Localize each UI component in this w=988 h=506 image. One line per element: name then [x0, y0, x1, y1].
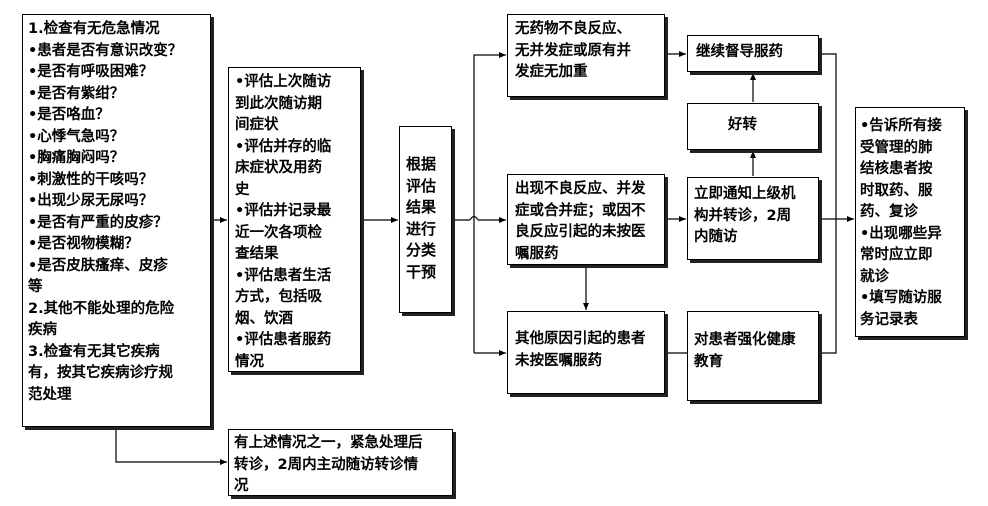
- arrow-branch-to-box4: [473, 52, 506, 353]
- box3-line: 分类: [406, 241, 437, 259]
- box10-line: 教育: [694, 353, 723, 370]
- box-emergency-referral: 有上述情况之一，紧急处理后 转诊，2周内主动随访转诊情 况: [228, 429, 453, 496]
- box1-line: 等: [28, 279, 43, 295]
- box1-line: •刺激性的干咳吗？: [28, 171, 154, 188]
- box1-line: •是否有紫绀？: [28, 85, 125, 102]
- box1-line: 疾病: [28, 322, 57, 338]
- box11-line: •出现哪些异: [860, 225, 942, 242]
- box11-line: •填写随访服: [860, 290, 942, 306]
- box2-line: 近一次各项检: [235, 224, 322, 241]
- box11-line: 时取药、服: [860, 182, 933, 199]
- box6-line: 未按医嘱服药: [515, 352, 602, 369]
- box1-line: •患者是否有意识改变？: [28, 42, 183, 59]
- box12-line: 有上述情况之一，紧急处理后: [234, 435, 423, 451]
- box-improved: 好转: [687, 103, 819, 150]
- box2-line: 烟、饮酒: [235, 310, 293, 327]
- box3-line: 根据: [406, 155, 437, 173]
- box6-line: 其他原因引起的患者: [515, 331, 646, 347]
- box2-line: •评估并存的临: [235, 138, 332, 155]
- box1-line: 2.其他不能处理的危险: [28, 300, 175, 317]
- box9-line: 立即通知上级机: [694, 186, 796, 202]
- box3-line: 评估: [406, 176, 437, 195]
- box4-line: 发症无加重: [515, 64, 588, 80]
- box1-line: •心悸气急吗？: [28, 128, 125, 145]
- box5-line: 嘱服药: [515, 245, 559, 262]
- box11-line: 务记录表: [860, 311, 918, 328]
- box-continue-supervision: 继续督导服药: [687, 35, 819, 72]
- box9-line: 内随访: [694, 229, 738, 245]
- box11-line: 受管理的肺: [860, 139, 933, 156]
- box11-line: 药、复诊: [860, 204, 918, 220]
- box-notify-referral: 立即通知上级机 构并转诊，2周 内随访: [687, 177, 819, 260]
- box11-line: 就诊: [860, 268, 889, 285]
- box2-line: •评估患者生活: [235, 267, 332, 284]
- box1-line: 3.检查有无其它疾病: [28, 343, 160, 360]
- box5-line: 良反应引起的未按医: [515, 224, 646, 240]
- box2-line: •评估上次随访: [235, 74, 332, 90]
- box3-line: 结果: [406, 198, 437, 216]
- box2-line: 史: [235, 181, 250, 198]
- box-adverse-reaction: 出现不良反应、并发 症或合并症；或因不 良反应引起的未按医 嘱服药: [507, 174, 665, 265]
- box-no-adverse-reaction: 无药物不良反应、 无并发症或原有并 发症无加重: [507, 14, 665, 97]
- box9-line: 构并转诊，2周: [694, 207, 792, 224]
- line-right-collector: [820, 53, 837, 354]
- box2-line: 到此次随访期: [235, 95, 322, 112]
- box1-line: •是否有呼吸困难？: [28, 64, 154, 80]
- box1-line: •出现少尿无尿吗？: [28, 193, 154, 209]
- box1-line: •胸痛胸闷吗？: [28, 150, 125, 166]
- box3-line: 干预: [406, 262, 437, 281]
- box2-line: 床症状及用药: [235, 160, 322, 176]
- box-health-education: 对患者强化健康 教育: [687, 311, 819, 401]
- box2-line: •评估并记录最: [235, 203, 332, 219]
- box1-line: 1.检查有无危急情况: [28, 21, 160, 37]
- box7-line: 继续督导服药: [696, 44, 783, 60]
- box1-line: •是否视物模糊？: [28, 236, 139, 252]
- box3-line: 进行: [406, 219, 437, 238]
- box-classify: 根据 评估 结果 进行 分类 干预: [399, 126, 452, 313]
- box5-line: 症或合并症；或因不: [515, 202, 646, 219]
- box-other-reasons: 其他原因引起的患者 未按医嘱服药: [507, 311, 665, 394]
- box4-line: 无药物不良反应、: [515, 21, 631, 37]
- box1-line: •是否皮肤瘙痒、皮疹: [28, 257, 168, 274]
- box5-line: 出现不良反应、并发: [515, 181, 646, 197]
- box12-line: 况: [234, 478, 249, 494]
- box11-line: 常时应立即: [860, 247, 933, 263]
- box1-line: •是否咯血？: [28, 107, 110, 123]
- box11-line: 结核患者按: [860, 161, 933, 177]
- box2-line: •评估患者服药: [235, 332, 332, 348]
- arrow-box1-to-box12: [115, 428, 227, 465]
- box1-line: 范处理: [28, 386, 72, 403]
- box2-line: 方式，包括吸: [235, 289, 322, 305]
- box10-line: 对患者强化健康: [694, 332, 796, 348]
- box-inform-patients: •告诉所有接 受管理的肺 结核患者按 时取药、服 药、复诊 •出现哪些异 常时应…: [855, 107, 965, 337]
- box1-line: •是否有严重的皮疹？: [28, 214, 168, 231]
- box2-line: 查结果: [235, 246, 279, 262]
- box-danger-check: 1.检查有无危急情况 •患者是否有意识改变？ •是否有呼吸困难？ •是否有紫绀？…: [22, 14, 211, 427]
- box8-line: 好转: [728, 117, 757, 133]
- box2-line: 间症状: [235, 117, 279, 133]
- box11-line: •告诉所有接: [860, 118, 942, 134]
- box4-line: 无并发症或原有并: [515, 42, 631, 59]
- box-assessment: •评估上次随访 到此次随访期 间症状 •评估并存的临 床症状及用药 史 •评估并…: [228, 67, 361, 372]
- box1-line: 有，按其它疾病诊疗规: [28, 365, 173, 381]
- box2-line: 情况: [235, 353, 264, 370]
- box12-line: 转诊，2周内主动随访转诊情: [234, 456, 419, 473]
